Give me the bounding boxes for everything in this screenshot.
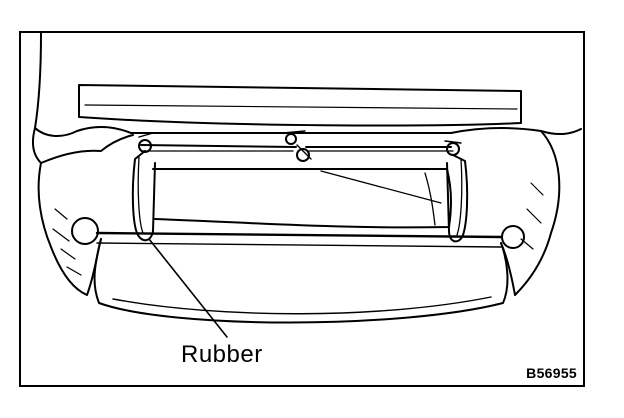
seat-spring-diagram bbox=[32, 33, 582, 338]
right-side-knob bbox=[501, 225, 525, 249]
seat-panel-inner-line bbox=[84, 104, 518, 110]
rubber-callout-label: Rubber bbox=[181, 341, 263, 368]
center-clip-right bbox=[296, 148, 310, 162]
right-clip bbox=[446, 142, 460, 156]
rubber-leader-line bbox=[148, 238, 228, 338]
illustration-frame: Rubber B56955 bbox=[19, 31, 585, 387]
left-side-knob bbox=[71, 217, 99, 245]
right-spring-loop-inner bbox=[456, 158, 463, 236]
clip-hooks bbox=[138, 130, 462, 160]
upper-wire bbox=[140, 144, 452, 148]
seat-panel bbox=[78, 84, 522, 127]
left-spring-loop bbox=[131, 150, 156, 242]
left-bolster-hatch bbox=[52, 208, 82, 276]
seat-bottom-front bbox=[112, 296, 492, 315]
right-bolster bbox=[500, 130, 561, 296]
figure-code: B56955 bbox=[526, 365, 577, 381]
seat-cushion-left-side bbox=[32, 127, 134, 164]
center-clip-left bbox=[285, 133, 297, 145]
left-bolster bbox=[37, 162, 102, 296]
left-spring-loop-inner bbox=[137, 156, 144, 234]
seat-cushion-outline bbox=[34, 33, 582, 137]
seat-pan bbox=[152, 168, 452, 229]
seat-bottom bbox=[93, 238, 509, 324]
lower-rod bbox=[95, 231, 503, 239]
lower-rod-2 bbox=[96, 242, 502, 248]
seat-pan-fold bbox=[320, 170, 442, 226]
